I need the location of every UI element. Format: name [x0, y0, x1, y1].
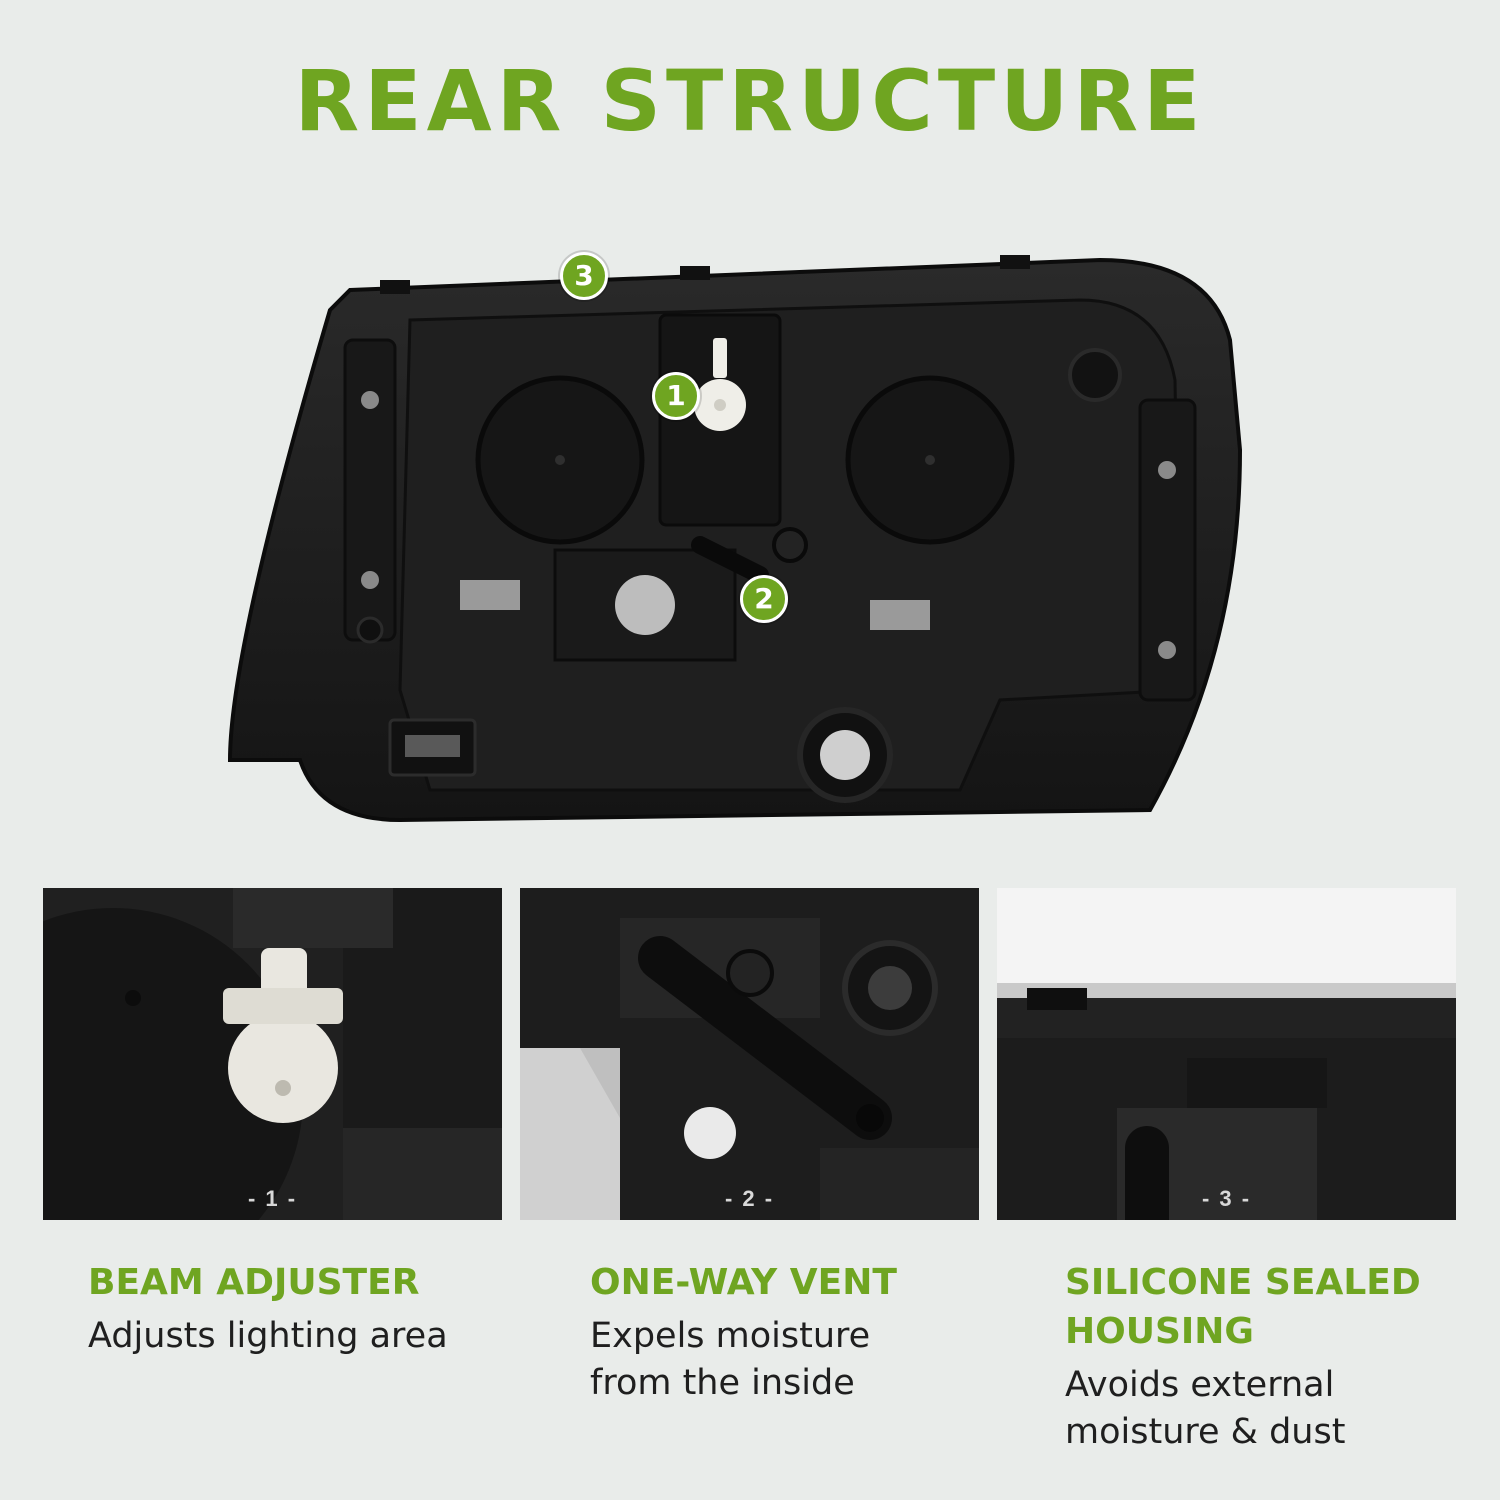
marker-1: 1	[652, 372, 700, 420]
marker-2: 2	[740, 575, 788, 623]
detail-panel-sealed-housing: - 3 -	[997, 888, 1456, 1220]
feature-description: Adjusts lighting area	[88, 1316, 448, 1356]
sealed-housing-icon	[997, 888, 1456, 1220]
headlight-housing-icon	[227, 255, 1243, 823]
vent-tube-icon	[520, 888, 979, 1220]
detail-panel-one-way-vent: - 2 -	[520, 888, 979, 1220]
panel-number-1: - 1 -	[247, 1186, 298, 1211]
feature-silicone-sealed-housing: SILICONE SEALED HOUSING Avoids external …	[1065, 1258, 1465, 1456]
feature-title: BEAM ADJUSTER	[88, 1262, 420, 1303]
feature-title: ONE-WAY VENT	[590, 1262, 897, 1303]
headlight-rear-image: 3 1 2	[200, 230, 1300, 850]
detail-panel-beam-adjuster: - 1 -	[43, 888, 502, 1220]
beam-adjuster-gear-icon	[43, 888, 502, 1220]
marker-3: 3	[560, 252, 608, 300]
feature-one-way-vent: ONE-WAY VENT Expels moisture from the in…	[590, 1258, 930, 1407]
feature-description: Avoids external moisture & dust	[1065, 1365, 1346, 1452]
feature-beam-adjuster: BEAM ADJUSTER Adjusts lighting area	[88, 1258, 508, 1360]
feature-description: Expels moisture from the inside	[590, 1316, 871, 1403]
page-title: REAR STRUCTURE	[294, 52, 1206, 150]
feature-title: SILICONE SEALED HOUSING	[1065, 1262, 1421, 1352]
panel-number-3: - 3 -	[1201, 1186, 1252, 1211]
panel-number-2: - 2 -	[724, 1186, 775, 1211]
